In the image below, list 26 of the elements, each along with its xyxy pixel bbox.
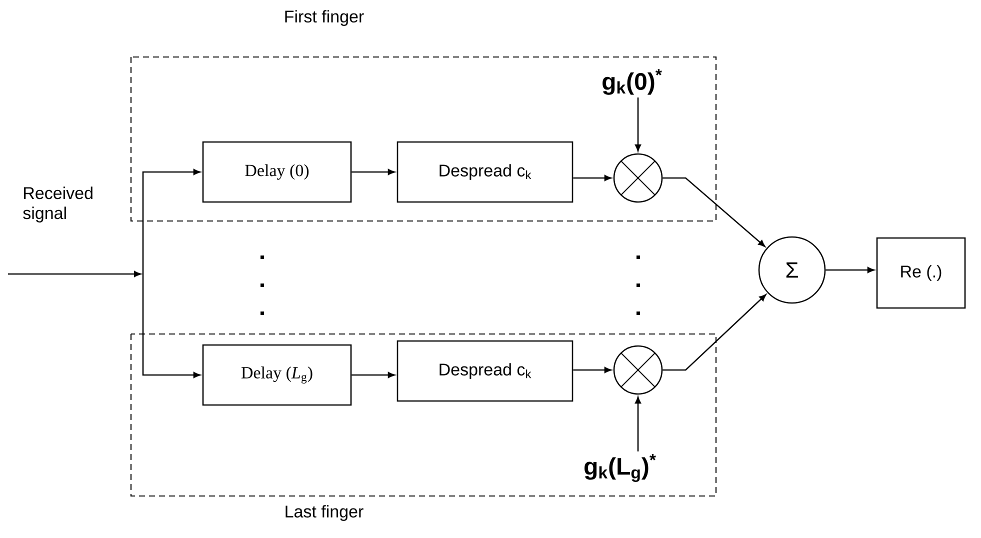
input-label: Received signal — [23, 186, 92, 222]
block-box: Delay (0) — [202, 141, 352, 203]
arrow — [826, 267, 874, 273]
finger-label: First finger — [285, 10, 364, 26]
arrow — [8, 271, 142, 277]
weight-label: g$_{k}$(0)$^{*}$ — [602, 69, 662, 95]
arrow — [573, 175, 612, 181]
multiplier-circle — [613, 153, 663, 203]
arrow — [662, 294, 766, 371]
finger-label: Last finger — [286, 505, 364, 521]
block-box: Re (.) — [876, 237, 966, 309]
arrow — [635, 97, 641, 152]
finger-box — [130, 56, 717, 222]
arrow — [352, 372, 395, 378]
arrow — [142, 274, 200, 378]
multiplier-circle — [613, 345, 663, 395]
weight-label: g$_{k}$(L$_{g}$)$^{*}$ — [584, 454, 656, 482]
arrow — [352, 169, 395, 175]
block-box: Despread c$_{k}$ — [396, 141, 574, 203]
block-box: Delay (L$_{g}$) — [202, 344, 352, 406]
arrow — [142, 169, 200, 274]
arrow — [662, 177, 766, 247]
arrow — [635, 396, 641, 452]
block-box: Despread c$_{k}$ — [396, 340, 574, 402]
arrow — [573, 367, 612, 373]
finger-box — [130, 333, 717, 497]
